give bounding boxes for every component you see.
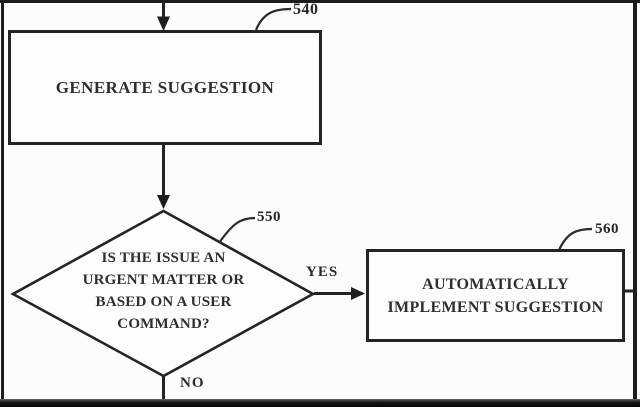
frame-border-bottom — [0, 399, 640, 407]
arrowhead-into-decision-icon — [157, 195, 170, 209]
decision-diamond-text: IS THE ISSUE AN URGENT MATTER OR BASED O… — [53, 247, 274, 335]
frame-border-top — [0, 0, 640, 3]
decision-text-line-3: BASED ON A USER — [95, 294, 232, 310]
arrowhead-into-generate-icon — [157, 16, 170, 31]
process-box-generate-suggestion: GENERATE SUGGESTION — [8, 30, 322, 145]
leader-line-560 — [558, 227, 593, 251]
generate-suggestion-label: GENERATE SUGGESTION — [55, 77, 275, 97]
frame-border-right — [633, 0, 637, 407]
frame-border-left — [1, 0, 4, 407]
yes-branch-label: YES — [306, 264, 339, 280]
implement-text-line-2: IMPLEMENT SUGGESTION — [387, 298, 604, 316]
no-branch-label: NO — [180, 375, 205, 391]
ref-numeral-560: 560 — [595, 221, 619, 237]
ref-numeral-550: 550 — [257, 209, 281, 225]
decision-text-line-2: URGENT MATTER OR — [82, 272, 245, 288]
implement-text-line-1: AUTOMATICALLY — [422, 275, 569, 293]
decision-text-line-4: COMMAND? — [117, 316, 210, 332]
leader-line-550 — [218, 216, 256, 244]
process-box-implement-suggestion: AUTOMATICALLY IMPLEMENT SUGGESTION — [366, 249, 625, 342]
ref-numeral-540: 540 — [293, 1, 319, 18]
leader-line-540 — [254, 7, 292, 31]
decision-text-line-1: IS THE ISSUE AN — [101, 250, 226, 266]
arrowhead-into-implement-icon — [351, 287, 365, 300]
